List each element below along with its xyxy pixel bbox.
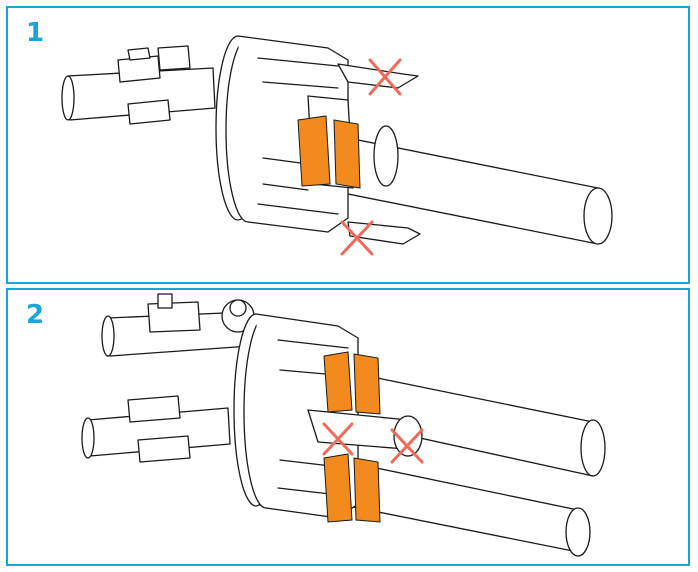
cross-icon [340, 58, 402, 256]
assembly-illustration-2 [81, 293, 606, 557]
step-number-2: 2 [26, 300, 45, 330]
orange-band [323, 351, 381, 523]
step-panel-2: 2 [6, 288, 690, 566]
assembly-illustration-1 [61, 35, 613, 256]
cross-icon [322, 422, 424, 464]
orange-band [297, 115, 361, 189]
step-panel-1: 1 [6, 6, 690, 284]
step-number-1: 1 [26, 18, 45, 48]
